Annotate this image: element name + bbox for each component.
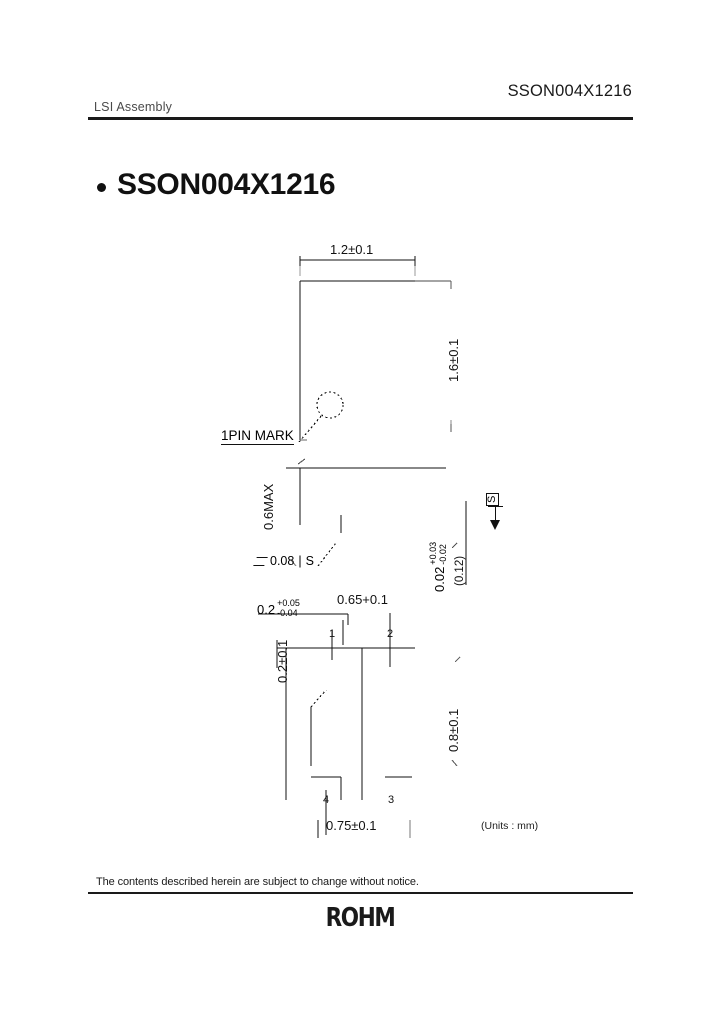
fcf-datum: S — [305, 554, 314, 568]
rohm-logo: ROHM — [325, 903, 396, 933]
pin-number-1: 1 — [329, 628, 336, 640]
pin-number-4: 4 — [323, 794, 330, 806]
feature-control-frame: 0.08 | S — [253, 554, 314, 568]
page-title: SSON004X1216 — [97, 168, 336, 202]
pin-number-3: 3 — [388, 794, 395, 806]
header-divider — [88, 117, 633, 120]
fcf-separator: | — [298, 554, 302, 568]
pad-width-minus-tolerance: -0.04 — [277, 607, 298, 618]
standoff-base: 0.02 — [431, 566, 447, 592]
dimension-bottom-height: 0.8±0.1 — [446, 708, 461, 752]
datum-stem — [495, 507, 497, 521]
bullet-dot-icon — [97, 182, 106, 192]
pad-width-base: 0.2 — [257, 601, 276, 617]
pin-number-2: 2 — [387, 628, 394, 640]
dimension-pad-width: 0.2 +0.05 -0.04 — [257, 598, 300, 618]
dimension-top-width: 1.2±0.1 — [330, 242, 374, 257]
dimension-top-height: 1.6±0.1 — [446, 338, 461, 382]
datum-feature-symbol: S — [486, 492, 510, 539]
units-note: (Units : mm) — [481, 820, 539, 832]
footer-divider — [88, 892, 633, 894]
flatness-symbol-icon — [253, 556, 268, 566]
page-title-text: SSON004X1216 — [117, 168, 336, 201]
datum-bar — [488, 506, 503, 508]
dimension-reference: (0.12) — [454, 555, 466, 586]
dimension-bottom-width: 0.75±0.1 — [326, 818, 377, 833]
datum-triangle-icon — [490, 520, 500, 530]
header-part-number: SSON004X1216 — [507, 82, 632, 100]
dimension-pad-pitch: 0.65+0.1 — [337, 592, 388, 607]
datum-letter: S — [486, 492, 499, 506]
fcf-tolerance: 0.08 — [270, 554, 295, 568]
pad-width-plus-tolerance: +0.05 — [277, 598, 300, 608]
dimension-side-thickness: 0.6MAX — [261, 483, 276, 530]
header-category: LSI Assembly — [94, 100, 173, 114]
footer-disclaimer: The contents described herein are subjec… — [96, 876, 419, 888]
dimension-standoff: 0.02 +0.03 -0.02 — [428, 542, 448, 592]
standoff-minus-tolerance: -0.02 — [437, 544, 448, 565]
pin-one-mark-label: 1PIN MARK — [221, 428, 294, 445]
dimension-pad-offset: 0.2±0.1 — [275, 639, 290, 683]
